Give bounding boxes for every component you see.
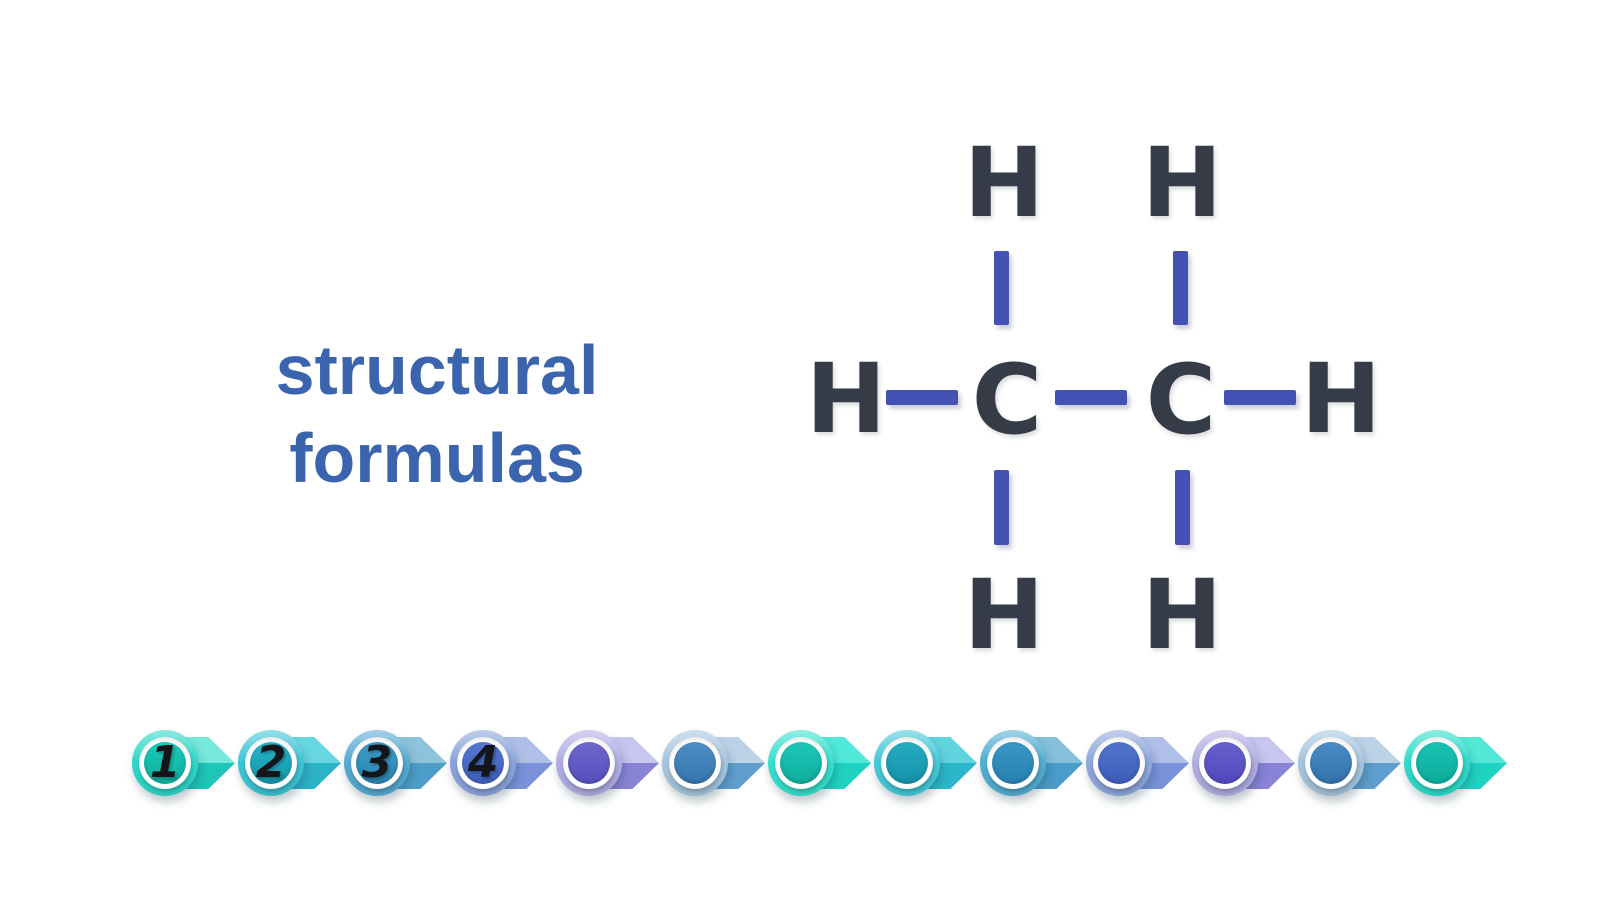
atom-H: H	[805, 343, 886, 455]
step-inner-circle	[886, 742, 928, 784]
timeline-step-10[interactable]	[1086, 730, 1152, 796]
atom-H: H	[1300, 343, 1381, 455]
slide-title: structural formulas	[200, 326, 674, 502]
timeline-step-6[interactable]	[662, 730, 728, 796]
step-inner-circle	[1098, 742, 1140, 784]
title-line-2: formulas	[289, 419, 585, 498]
bond-vertical	[994, 470, 1009, 545]
atom-H: H	[963, 127, 1044, 239]
step-inner-circle	[674, 742, 716, 784]
bond-horizontal	[1224, 390, 1296, 405]
step-inner-circle	[1204, 742, 1246, 784]
step-inner-circle	[1310, 742, 1352, 784]
step-inner-circle	[1416, 742, 1458, 784]
step-inner-circle	[568, 742, 610, 784]
atom-C: C	[971, 344, 1042, 456]
atom-H: H	[963, 559, 1044, 671]
timeline-step-9[interactable]	[980, 730, 1046, 796]
atom-H: H	[1141, 127, 1222, 239]
timeline-step-4[interactable]: 4	[450, 730, 516, 796]
bond-vertical	[1173, 251, 1188, 325]
atom-C: C	[1145, 344, 1216, 456]
timeline-step-3[interactable]: 3	[344, 730, 410, 796]
timeline-step-13[interactable]	[1404, 730, 1470, 796]
title-line-1: structural	[275, 331, 599, 409]
step-number: 3	[361, 736, 393, 788]
bond-horizontal	[1055, 390, 1127, 405]
step-inner-circle: 4	[462, 737, 504, 788]
step-inner-circle: 2	[250, 737, 292, 788]
timeline-step-7[interactable]	[768, 730, 834, 796]
step-inner-circle: 3	[356, 737, 398, 788]
timeline-step-8[interactable]	[874, 730, 940, 796]
step-inner-circle	[780, 742, 822, 784]
step-number: 2	[255, 736, 287, 788]
atom-H: H	[1141, 559, 1222, 671]
bond-vertical	[1175, 470, 1190, 545]
timeline-step-2[interactable]: 2	[238, 730, 304, 796]
step-number: 4	[467, 736, 499, 788]
step-inner-circle	[992, 742, 1034, 784]
bond-vertical	[994, 251, 1009, 325]
bond-horizontal	[886, 390, 958, 405]
step-inner-circle: 1	[144, 737, 186, 788]
timeline-step-5[interactable]	[556, 730, 622, 796]
timeline-step-1[interactable]: 1	[132, 730, 198, 796]
step-number: 1	[149, 736, 181, 788]
timeline-step-11[interactable]	[1192, 730, 1258, 796]
timeline-step-12[interactable]	[1298, 730, 1364, 796]
